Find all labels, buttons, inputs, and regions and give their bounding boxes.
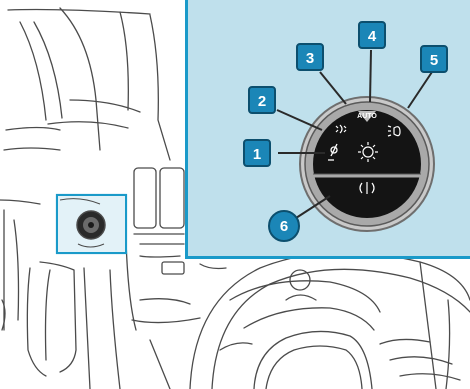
callout-5-label: 5 — [430, 52, 438, 69]
callout-5: 5 — [421, 46, 447, 72]
leader-4 — [370, 50, 371, 102]
callout-3: 3 — [297, 44, 323, 70]
callout-2-label: 2 — [258, 93, 266, 110]
callout-6-label: 6 — [280, 218, 288, 235]
callout-1: 1 — [244, 140, 270, 166]
callout-4: 4 — [359, 22, 385, 48]
light-switch-knob: AUTO — [300, 97, 434, 231]
callout-2: 2 — [249, 87, 275, 113]
auto-position-label: AUTO — [357, 113, 377, 120]
knob-face — [313, 110, 421, 218]
callout-3-label: 3 — [306, 50, 314, 67]
switch-location-marker — [57, 195, 126, 253]
callout-1-label: 1 — [253, 146, 261, 163]
callout-6: 6 — [269, 211, 299, 241]
callout-4-label: 4 — [368, 28, 377, 45]
